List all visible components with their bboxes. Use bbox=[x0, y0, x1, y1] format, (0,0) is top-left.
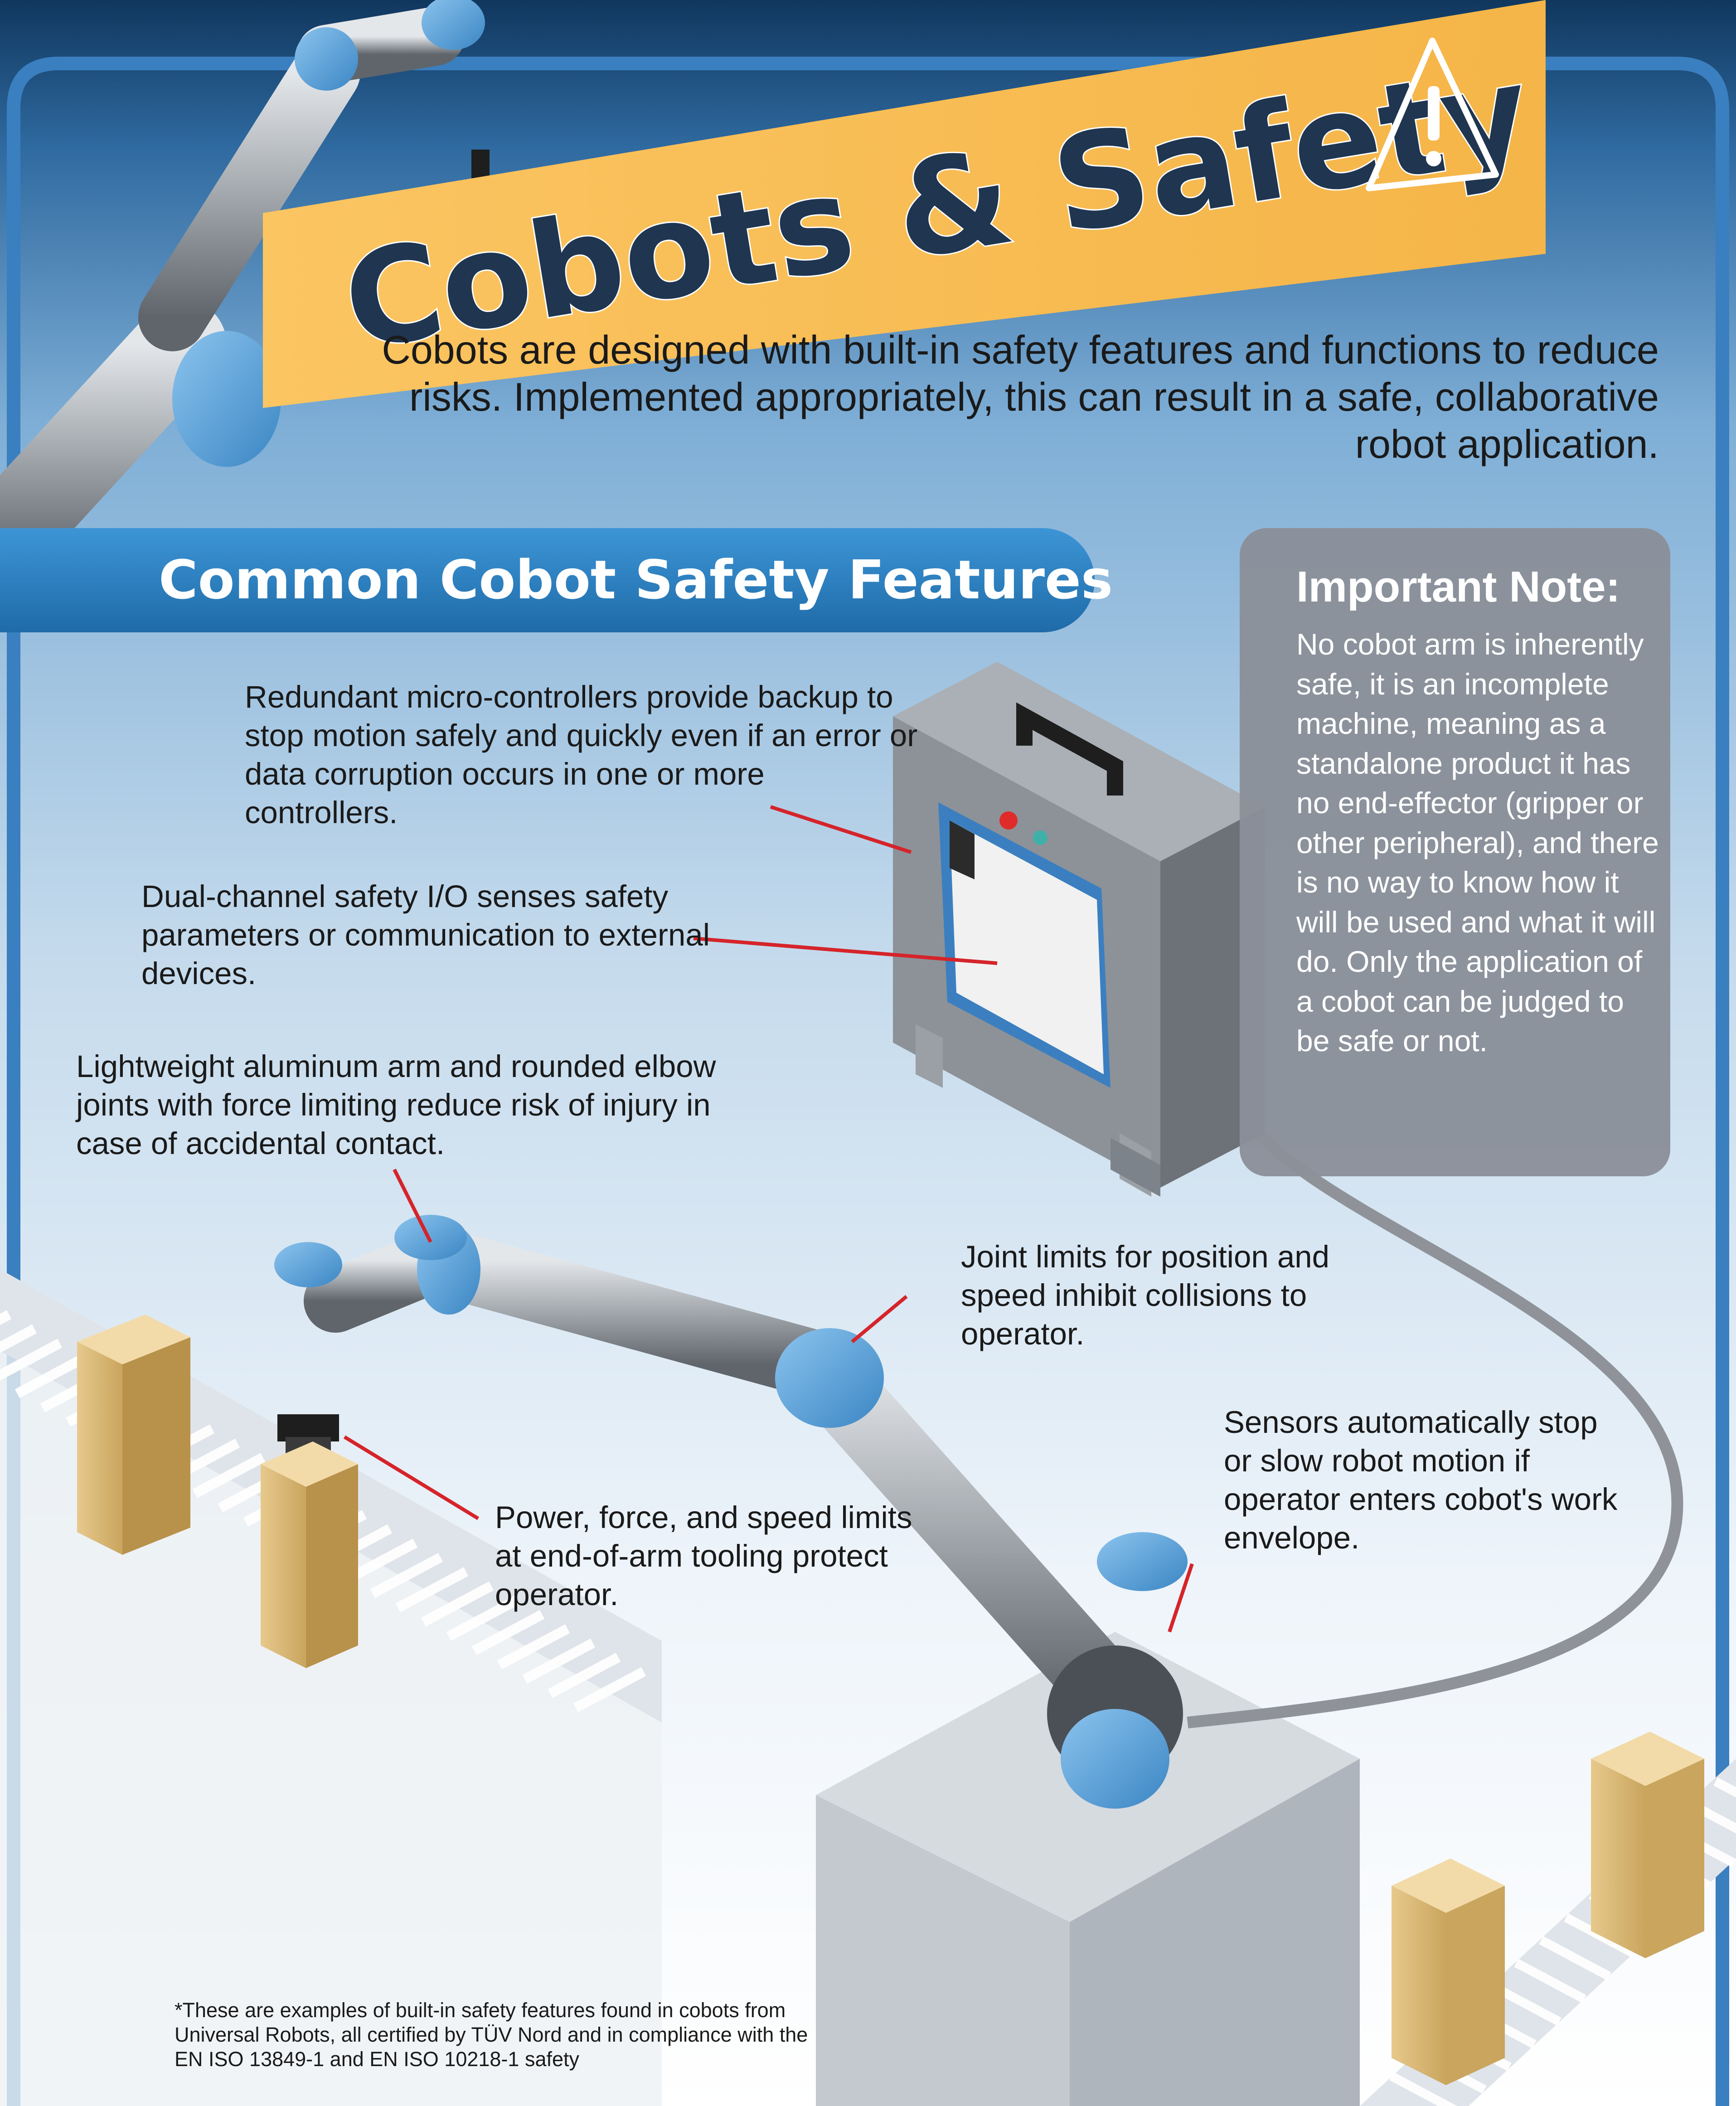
important-note-body: No cobot arm is inherently safe, it is a… bbox=[1296, 627, 1659, 1058]
callout-micro-controllers: Redundant micro-controllers provide back… bbox=[245, 679, 918, 830]
product-boxes bbox=[77, 1315, 1704, 2085]
features-heading: Common Cobot Safety Features bbox=[159, 548, 1113, 611]
conveyor-roller bbox=[0, 1339, 63, 1381]
title-banner bbox=[263, 0, 1546, 408]
callout-tooling-limits: Power, force, and speed limits at end-of… bbox=[495, 1500, 912, 1612]
callout-lines bbox=[343, 805, 1194, 1633]
conveyor-roller bbox=[1514, 1959, 1586, 2003]
conveyor-roller bbox=[370, 1553, 443, 1598]
conveyor-roller bbox=[15, 1353, 88, 1398]
callout-lightweight-arm: Lightweight aluminum arm and rounded elb… bbox=[76, 1049, 716, 1161]
frame-top-edge bbox=[7, 57, 1729, 109]
conveyor-roller bbox=[344, 1538, 418, 1584]
conveyor-roller bbox=[421, 1581, 494, 1627]
important-note-box bbox=[1240, 528, 1670, 1176]
intro-text: Cobots are designed with built-in safety… bbox=[382, 327, 1659, 466]
conveyor-roller bbox=[573, 1667, 646, 1713]
conveyor-roller bbox=[1539, 1936, 1611, 1980]
callout-sensors: Sensors automatically stop or slow robot… bbox=[1224, 1405, 1618, 1555]
callout-joint-limits: Joint limits for position and speed inhi… bbox=[961, 1239, 1330, 1351]
conveyor-roller bbox=[522, 1638, 596, 1684]
control-box-illustration bbox=[893, 662, 1265, 1197]
important-note-title: Important Note: bbox=[1296, 563, 1620, 611]
warning-icon bbox=[1366, 38, 1499, 191]
top-arm-illustration bbox=[0, 0, 510, 603]
footnote: *These are examples of built-in safety f… bbox=[175, 1999, 808, 2071]
features-heading-pill bbox=[0, 528, 1095, 632]
callout-safety-io: Dual-channel safety I/O senses safety pa… bbox=[141, 879, 710, 991]
conveyor-roller bbox=[192, 1453, 266, 1498]
conveyor-roller bbox=[548, 1653, 621, 1698]
conveyor-roller bbox=[497, 1624, 570, 1669]
conveyor-roller bbox=[446, 1596, 519, 1641]
conveyor-roller bbox=[0, 1324, 37, 1353]
conveyor-roller bbox=[1713, 1777, 1736, 1798]
conveyor-roller bbox=[1389, 2072, 1457, 2106]
robot-arm-illustration bbox=[274, 1215, 1188, 1809]
conveyor-roller bbox=[395, 1567, 469, 1612]
control-cable bbox=[1187, 1107, 1683, 1728]
conveyor-roller bbox=[471, 1610, 545, 1655]
